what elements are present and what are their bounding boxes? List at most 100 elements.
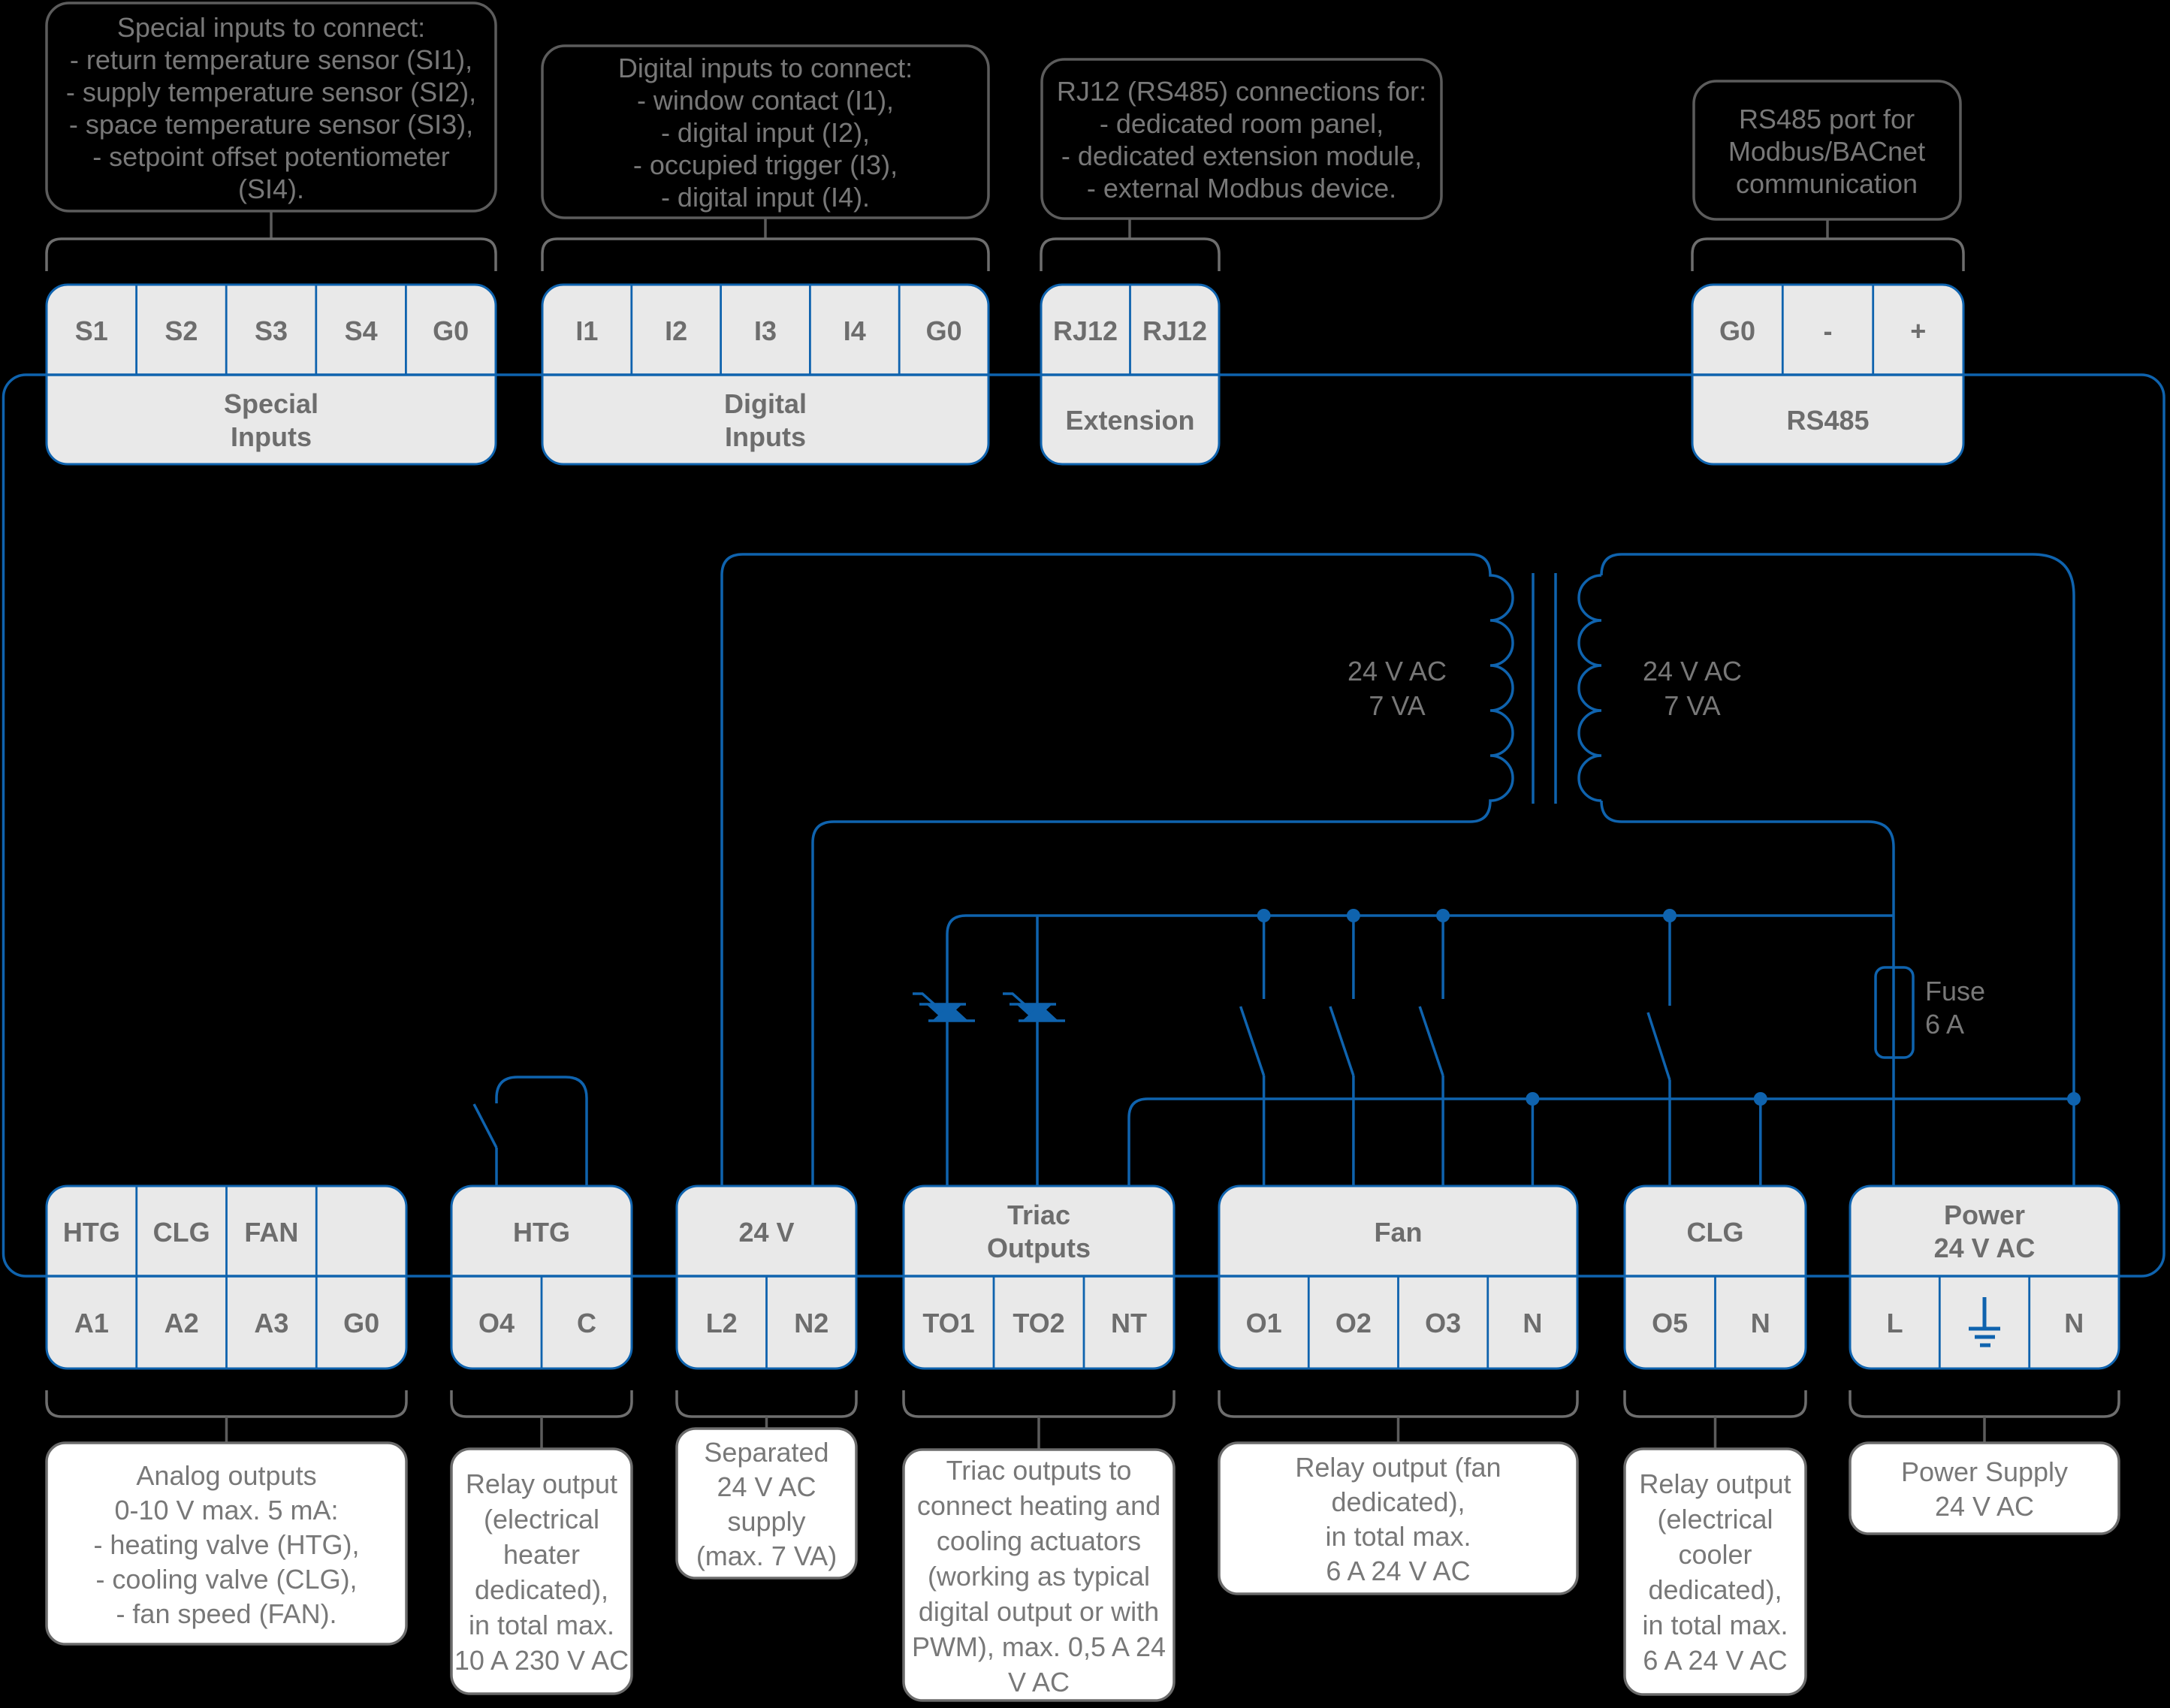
svg-text:N: N	[1523, 1308, 1542, 1338]
svg-text:6 A 24 V AC: 6 A 24 V AC	[1326, 1556, 1470, 1586]
svg-text:RS485 port for: RS485 port for	[1739, 104, 1915, 134]
svg-text:- space temperature sensor (SI: - space temperature sensor (SI3),	[69, 109, 473, 140]
svg-text:Digital inputs to connect:: Digital inputs to connect:	[618, 53, 913, 83]
svg-text:Digital: Digital	[724, 388, 807, 419]
svg-text:(SI4).: (SI4).	[238, 174, 304, 204]
svg-text:dedicated),: dedicated),	[1331, 1486, 1465, 1517]
svg-text:Power: Power	[1944, 1200, 2025, 1230]
svg-text:10 A 230 V AC: 10 A 230 V AC	[454, 1645, 629, 1676]
svg-text:- external Modbus device.: - external Modbus device.	[1087, 173, 1396, 204]
svg-text:- return temperature sensor (S: - return temperature sensor (SI1),	[70, 44, 472, 75]
svg-text:Analog outputs: Analog outputs	[136, 1460, 316, 1491]
svg-text:24 V: 24 V	[738, 1217, 794, 1248]
svg-text:V AC: V AC	[1008, 1667, 1070, 1697]
svg-text:in total max.: in total max.	[1325, 1521, 1471, 1552]
svg-text:connect heating and: connect heating and	[917, 1490, 1160, 1521]
svg-text:- heating valve (HTG),: - heating valve (HTG),	[93, 1529, 359, 1560]
svg-text:G0: G0	[343, 1308, 379, 1338]
svg-text:- occupied trigger (I3),: - occupied trigger (I3),	[633, 149, 898, 180]
svg-text:24 V AC: 24 V AC	[717, 1471, 816, 1502]
svg-text:S4: S4	[345, 315, 378, 346]
svg-text:PWM), max. 0,5 A 24: PWM), max. 0,5 A 24	[912, 1631, 1166, 1662]
svg-text:heater: heater	[503, 1539, 580, 1570]
svg-text:N2: N2	[794, 1308, 828, 1338]
svg-text:I3: I3	[754, 315, 777, 346]
svg-text:RJ12 (RS485) connections for:: RJ12 (RS485) connections for:	[1057, 76, 1426, 107]
svg-text:HTG: HTG	[63, 1217, 120, 1248]
svg-text:Inputs: Inputs	[725, 421, 806, 452]
svg-text:CLG: CLG	[1687, 1217, 1744, 1248]
svg-text:Special inputs to connect:: Special inputs to connect:	[117, 12, 425, 43]
svg-text:HTG: HTG	[513, 1217, 570, 1248]
svg-text:6 A: 6 A	[1925, 1009, 1964, 1040]
svg-text:Relay output (fan: Relay output (fan	[1295, 1452, 1501, 1483]
svg-text:TO1: TO1	[922, 1308, 974, 1338]
svg-text:cooling actuators: cooling actuators	[937, 1525, 1141, 1556]
svg-text:7 VA: 7 VA	[1664, 690, 1720, 721]
svg-text:+: +	[1910, 315, 1926, 346]
svg-text:- digital input (I2),: - digital input (I2),	[661, 117, 870, 148]
svg-text:- digital input (I4).: - digital input (I4).	[661, 182, 870, 213]
svg-text:S2: S2	[164, 315, 198, 346]
svg-text:Fuse: Fuse	[1925, 976, 1985, 1006]
svg-text:A1: A1	[74, 1308, 109, 1338]
svg-text:Triac: Triac	[1007, 1200, 1070, 1230]
svg-text:G0: G0	[926, 315, 962, 346]
svg-text:Triac outputs to: Triac outputs to	[946, 1455, 1132, 1486]
svg-text:Power Supply: Power Supply	[1901, 1456, 2068, 1487]
svg-text:O4: O4	[478, 1308, 515, 1338]
svg-text:Modbus/BACnet: Modbus/BACnet	[1728, 136, 1925, 167]
svg-text:Fan: Fan	[1374, 1217, 1422, 1248]
svg-text:A2: A2	[164, 1308, 199, 1338]
svg-text:- supply temperature sensor (S: - supply temperature sensor (SI2),	[66, 77, 476, 107]
svg-text:Special: Special	[224, 388, 318, 419]
svg-text:FAN: FAN	[244, 1217, 298, 1248]
svg-text:O5: O5	[1652, 1308, 1688, 1338]
svg-text:O1: O1	[1246, 1308, 1282, 1338]
svg-text:- dedicated room panel,: - dedicated room panel,	[1100, 108, 1384, 139]
svg-text:Separated: Separated	[704, 1437, 828, 1468]
svg-text:O2: O2	[1336, 1308, 1372, 1338]
svg-text:(working as typical: (working as typical	[928, 1561, 1150, 1592]
svg-text:RJ12: RJ12	[1142, 315, 1207, 346]
svg-text:- setpoint offset potentiomete: - setpoint offset potentiometer	[92, 141, 450, 172]
svg-text:in total max.: in total max.	[1642, 1610, 1788, 1640]
svg-text:G0: G0	[433, 315, 469, 346]
svg-text:- window contact (I1),: - window contact (I1),	[637, 85, 894, 116]
svg-text:L: L	[1887, 1308, 1903, 1338]
svg-text:I1: I1	[575, 315, 598, 346]
svg-text:cooler: cooler	[1678, 1539, 1752, 1570]
svg-text:S3: S3	[255, 315, 288, 346]
svg-text:I2: I2	[665, 315, 687, 346]
svg-text:dedicated),: dedicated),	[475, 1574, 608, 1605]
svg-text:G0: G0	[1719, 315, 1755, 346]
svg-text:C: C	[577, 1308, 596, 1338]
svg-text:-: -	[1824, 315, 1833, 346]
svg-text:N: N	[2064, 1308, 2084, 1338]
svg-text:(electrical: (electrical	[484, 1504, 599, 1534]
svg-text:(electrical: (electrical	[1657, 1504, 1773, 1534]
svg-text:dedicated),: dedicated),	[1648, 1574, 1782, 1605]
svg-text:0-10 V max. 5 mA:: 0-10 V max. 5 mA:	[114, 1495, 338, 1525]
svg-text:A3: A3	[254, 1308, 288, 1338]
svg-text:- dedicated extension module,: - dedicated extension module,	[1061, 140, 1422, 171]
svg-text:CLG: CLG	[153, 1217, 210, 1248]
svg-text:24 V AC: 24 V AC	[1348, 656, 1447, 687]
svg-text:I4: I4	[844, 315, 866, 346]
svg-text:TO2: TO2	[1013, 1308, 1064, 1338]
svg-text:O3: O3	[1425, 1308, 1461, 1338]
svg-text:Relay output: Relay output	[1639, 1468, 1791, 1499]
svg-text:supply: supply	[727, 1506, 805, 1537]
svg-text:L2: L2	[706, 1308, 738, 1338]
svg-text:NT: NT	[1111, 1308, 1147, 1338]
svg-text:6 A 24 V AC: 6 A 24 V AC	[1643, 1645, 1787, 1676]
svg-text:- cooling valve (CLG),: - cooling valve (CLG),	[95, 1564, 357, 1595]
svg-text:N: N	[1751, 1308, 1770, 1338]
svg-text:Inputs: Inputs	[231, 421, 312, 452]
svg-text:in total max.: in total max.	[469, 1610, 614, 1640]
svg-text:Extension: Extension	[1065, 405, 1194, 436]
svg-text:7 VA: 7 VA	[1369, 690, 1425, 721]
svg-text:RJ12: RJ12	[1053, 315, 1118, 346]
svg-text:- fan speed (FAN).: - fan speed (FAN).	[116, 1598, 337, 1629]
svg-text:Relay output: Relay output	[466, 1468, 617, 1499]
